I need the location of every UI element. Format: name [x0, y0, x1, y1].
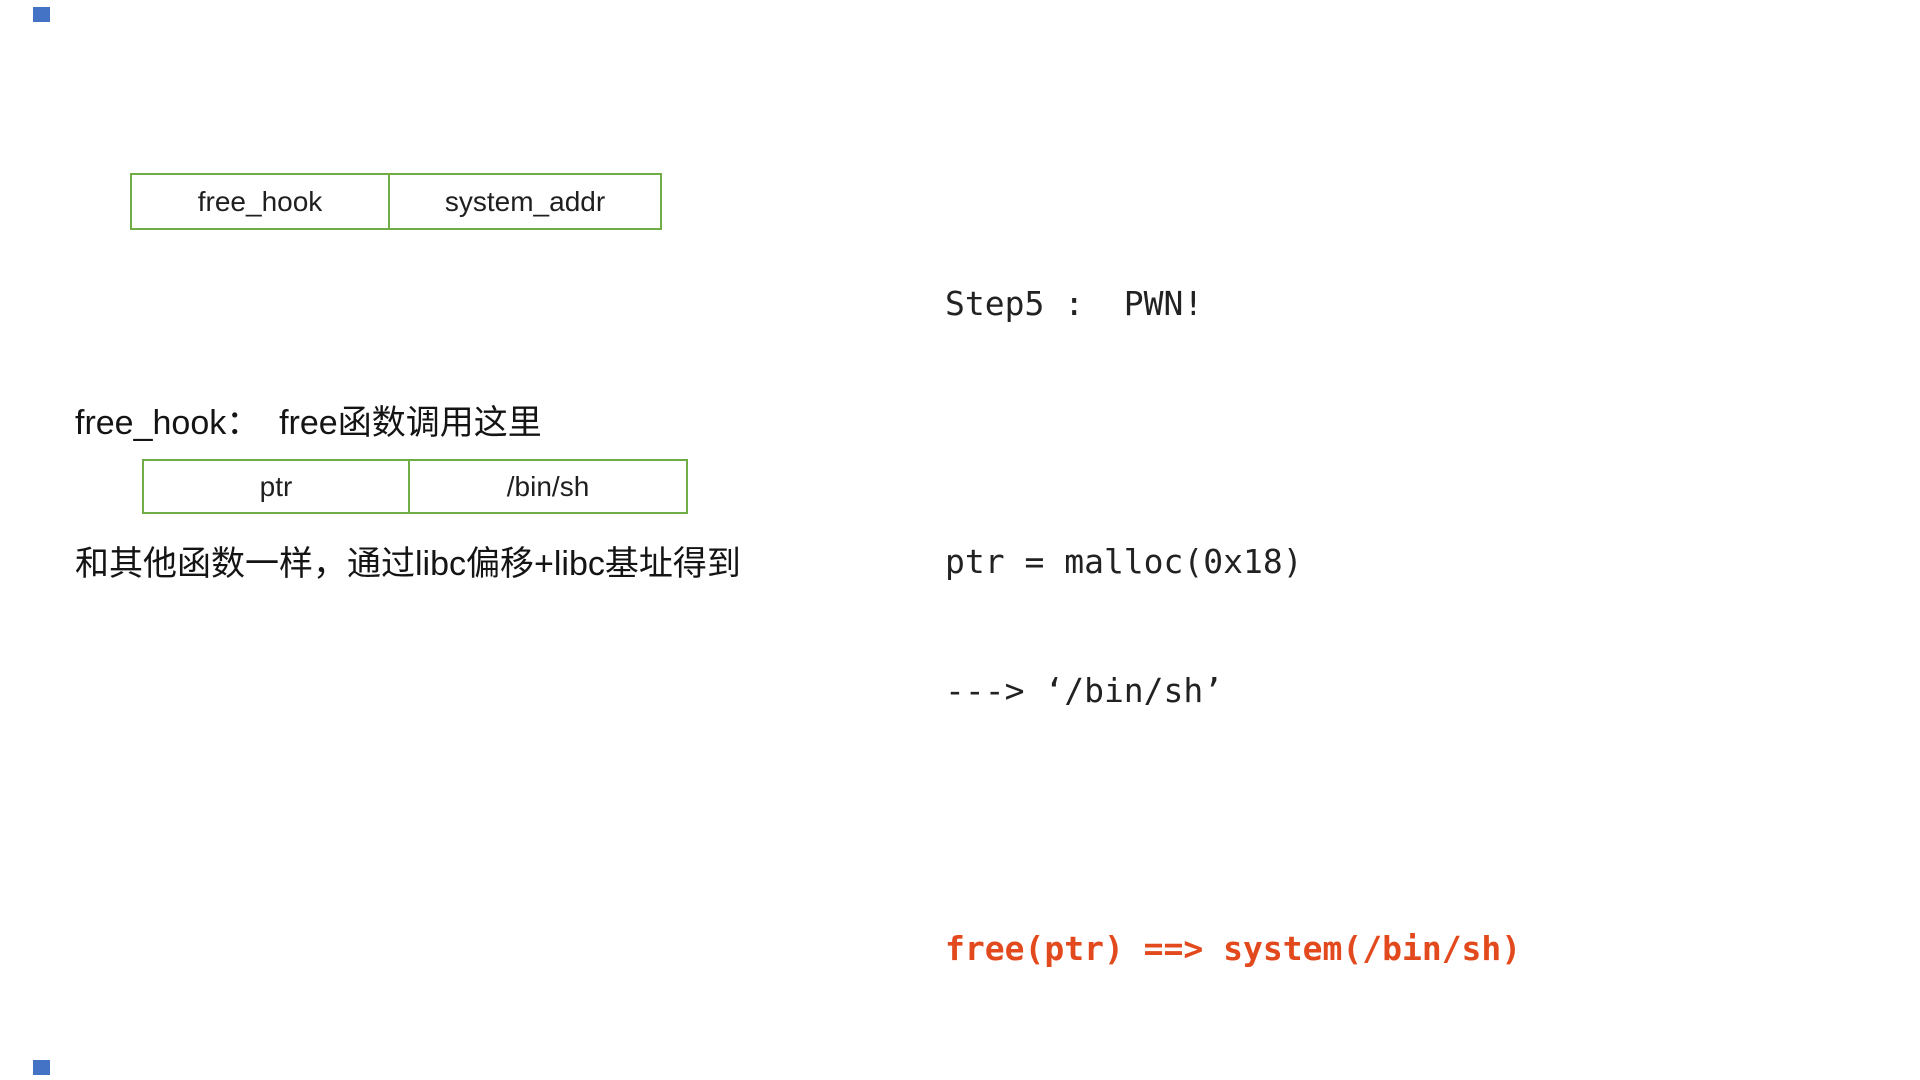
annotation-line-1: free_hook： free函数调用这里: [75, 404, 542, 442]
cell-free-hook: free_hook: [132, 175, 391, 228]
corner-marker-bottom-icon: [33, 1060, 50, 1075]
cell-ptr: ptr: [144, 461, 411, 512]
memory-table-free-hook: free_hook system_addr: [130, 173, 662, 230]
code-blank-line-2: [945, 798, 1521, 841]
code-blank-line-1: [945, 411, 1521, 454]
code-line-highlight: free(ptr) ==> system(/bin/sh): [945, 929, 1522, 968]
cell-bin-sh: /bin/sh: [410, 461, 686, 512]
memory-table-ptr: ptr /bin/sh: [142, 459, 688, 514]
corner-marker-top-icon: [33, 7, 50, 22]
annotation-line-2: 和其他函数一样，通过libc偏移+libc基址得到: [75, 545, 741, 583]
annotation-text: free_hook： free函数调用这里 和其他函数一样，通过libc偏移+l…: [75, 306, 741, 682]
code-line-malloc: ptr = malloc(0x18): [945, 542, 1303, 581]
code-block: Step5 : PWN! ptr = malloc(0x18) ---> ‘/b…: [945, 196, 1521, 1056]
cell-system-addr: system_addr: [390, 175, 660, 228]
code-line-arrow: ---> ‘/bin/sh’: [945, 671, 1224, 710]
code-step-title: Step5 : PWN!: [945, 284, 1204, 323]
